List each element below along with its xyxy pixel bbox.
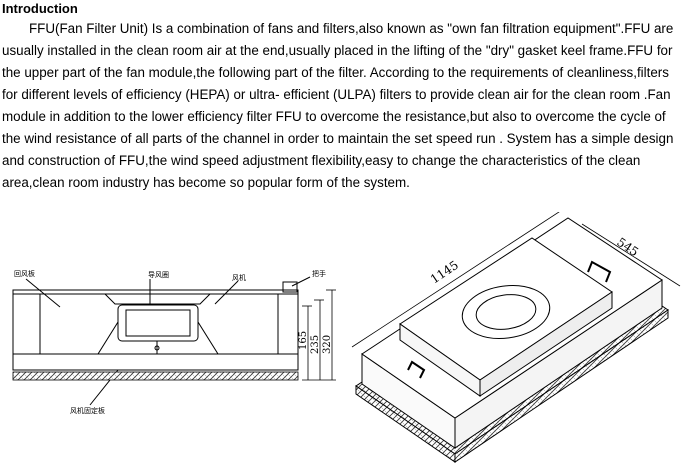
dimension-1145: 1145	[428, 258, 461, 287]
label-return-plate: 回风板	[14, 269, 35, 278]
iso-dimension-lines	[351, 212, 681, 348]
label-fan: 风机	[232, 273, 246, 282]
handle-shape	[282, 281, 298, 293]
dimension-235: 235	[310, 335, 321, 354]
side-view-drawing	[12, 276, 311, 406]
dimension-320: 320	[322, 335, 333, 354]
ffu-drawings: 回风板 导风圈 风机 把手 风机固定板 165 235 320	[12, 212, 681, 463]
iso-view-drawing	[355, 217, 669, 463]
intro-paragraph-text: FFU(Fan Filter Unit) Is a combination of…	[2, 21, 674, 190]
iso-handle-back	[587, 260, 612, 283]
fan-box-outline	[39, 293, 279, 355]
intro-paragraph: FFU(Fan Filter Unit) Is a combination of…	[2, 18, 681, 194]
dimension-165: 165	[298, 331, 309, 350]
fan-unit	[104, 293, 211, 305]
iso-handle-front	[407, 360, 426, 379]
section-heading: Introduction	[2, 1, 78, 16]
label-handle: 把手	[312, 269, 326, 278]
label-guide-ring: 导风圈	[148, 271, 169, 279]
filter-base-hatch	[12, 371, 299, 381]
dimension-lines	[302, 289, 336, 381]
iso-fan-ring-inner	[475, 294, 537, 330]
housing-outline	[12, 289, 299, 371]
label-fan-mount-plate: 风机固定板	[70, 406, 105, 415]
